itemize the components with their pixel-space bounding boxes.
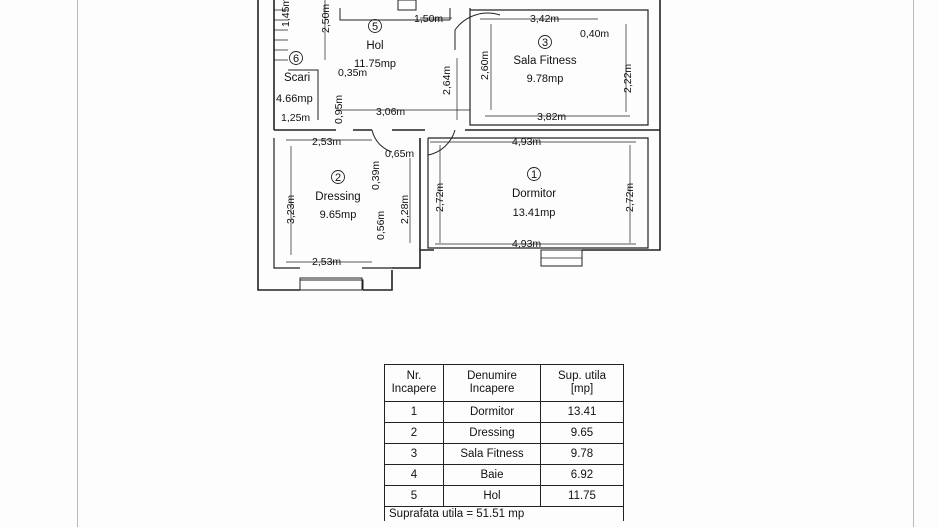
dim-label: 2,72m: [434, 183, 446, 212]
room-name: Sala Fitness: [513, 55, 577, 67]
cell-name: Hol: [443, 485, 541, 507]
room-name: Scari: [284, 72, 310, 84]
dim-label: 0,65m: [385, 148, 414, 160]
dim-label: 4,93m: [512, 238, 541, 250]
dim-label: 3,23m: [285, 195, 297, 224]
cell-nr: 4: [384, 464, 444, 486]
table-total-row: Suprafata utila = 51.51 mp: [384, 506, 624, 521]
cell-area: 9.78: [540, 443, 624, 465]
total-area: Suprafata utila = 51.51 mp: [384, 506, 624, 521]
table-row: 4 Baie 6.92: [384, 464, 624, 486]
cell-nr: 2: [384, 422, 444, 444]
cell-area: 9.65: [540, 422, 624, 444]
dim-label: 0,95m: [333, 95, 345, 124]
cell-name: Sala Fitness: [443, 443, 541, 465]
room-dressing: 2 Dressing 9.65mp: [315, 170, 361, 221]
table-row: 3 Sala Fitness 9.78: [384, 443, 624, 465]
dim-label: 2,60m: [479, 51, 491, 80]
room-name: Hol: [366, 40, 383, 52]
header-area: Sup. utila [mp]: [540, 364, 624, 402]
room-hol: 5 Hol 11.75mp: [354, 19, 396, 70]
room-scari: 6 Scari 4.66mp: [276, 51, 313, 105]
cell-name: Baie: [443, 464, 541, 486]
sheet-right-edge: [913, 0, 914, 527]
dim-label: 1,45m: [280, 0, 292, 27]
header-nr: Nr. Incapere: [384, 364, 444, 402]
dim-label: 2,64m: [441, 66, 453, 95]
room-area: 9.78mp: [527, 73, 564, 85]
room-area: 11.75mp: [354, 58, 396, 70]
table-header-row: Nr. Incapere Denumire Incapere Sup. util…: [384, 364, 624, 402]
cell-nr: 3: [384, 443, 444, 465]
dim-label: 3,06m: [376, 106, 405, 118]
dim-label: 2,22m: [622, 64, 634, 93]
room-number: 2: [335, 172, 341, 184]
table-row: 5 Hol 11.75: [384, 485, 624, 507]
room-area: 9.65mp: [320, 209, 357, 221]
cell-nr: 5: [384, 485, 444, 507]
rooms-table: Nr. Incapere Denumire Incapere Sup. util…: [384, 364, 624, 521]
cell-area: 6.92: [540, 464, 624, 486]
table-row: 1 Dormitor 13.41: [384, 401, 624, 423]
cell-name: Dormitor: [443, 401, 541, 423]
dim-label: 1,50m: [414, 13, 443, 25]
dim-label: 2,72m: [624, 183, 636, 212]
dim-label: 2,53m: [312, 256, 341, 268]
room-name: Dressing: [315, 191, 360, 203]
room-number: 6: [293, 53, 299, 65]
sheet-left-edge: [77, 0, 78, 527]
cell-name: Dressing: [443, 422, 541, 444]
dim-label: 1,25m: [281, 112, 310, 124]
cell-nr: 1: [384, 401, 444, 423]
dim-label: 2,53m: [312, 136, 341, 148]
table-row: 2 Dressing 9.65: [384, 422, 624, 444]
cell-area: 13.41: [540, 401, 624, 423]
room-name: Dormitor: [512, 188, 556, 200]
dim-label: 2,50m: [320, 4, 332, 33]
dim-label: 0,40m: [580, 28, 609, 40]
room-area: 13.41mp: [513, 207, 556, 219]
dim-label: 3,82m: [537, 111, 566, 123]
room-area: 4.66mp: [276, 93, 313, 105]
room-number: 3: [542, 37, 548, 49]
dim-label: 0,56m: [375, 211, 387, 240]
dim-label: 2,28m: [399, 195, 411, 224]
room-dormitor: 1 Dormitor 13.41mp: [512, 167, 556, 219]
room-number: 1: [531, 169, 537, 181]
room-fitness: 3 Sala Fitness 9.78mp: [513, 35, 577, 85]
dim-label: 4,93m: [512, 136, 541, 148]
cell-area: 11.75: [540, 485, 624, 507]
room-number: 5: [372, 21, 378, 33]
dim-label: 0,39m: [370, 161, 382, 190]
dim-label: 3,42m: [530, 13, 559, 25]
header-name: Denumire Incapere: [443, 364, 541, 402]
dim-label: 0,35m: [338, 67, 367, 79]
